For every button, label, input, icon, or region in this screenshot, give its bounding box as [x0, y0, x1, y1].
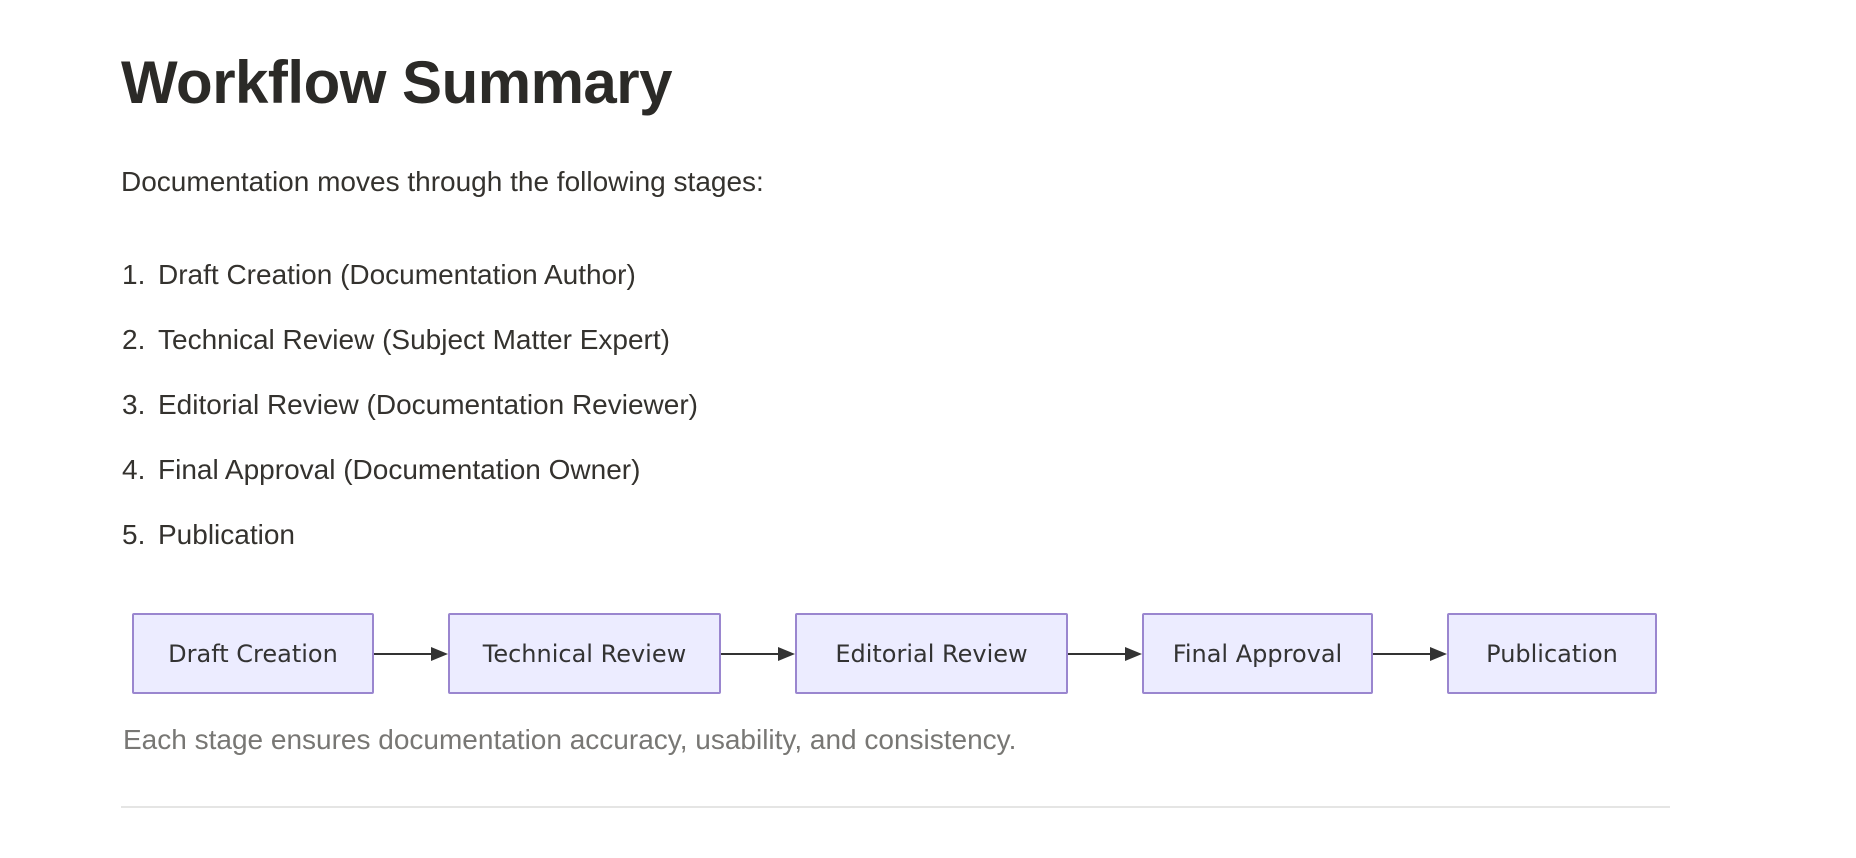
list-item-text: Editorial Review (Documentation Reviewer…: [158, 389, 698, 420]
flowchart-arrow: [1068, 645, 1142, 663]
section-divider: [121, 806, 1670, 808]
flowchart-node-technical-review: Technical Review: [448, 613, 721, 694]
document-page: Workflow Summary Documentation moves thr…: [121, 0, 1670, 808]
list-item-number: 2.: [122, 324, 146, 355]
flowchart-arrow: [374, 645, 448, 663]
page-title: Workflow Summary: [121, 49, 673, 116]
list-item-text: Publication: [158, 519, 295, 550]
workflow-flowchart: Draft Creation Technical Review Editoria…: [132, 613, 1670, 694]
flowchart-arrow: [721, 645, 795, 663]
right-arrow-icon: [721, 646, 795, 661]
intro-paragraph: Documentation moves through the followin…: [121, 166, 764, 197]
right-arrow-icon: [374, 646, 448, 661]
list-item: 3. Editorial Review (Documentation Revie…: [122, 385, 1670, 424]
list-item: 5. Publication: [122, 515, 1670, 554]
flowchart-node-editorial-review: Editorial Review: [795, 613, 1068, 694]
list-item-text: Technical Review (Subject Matter Expert): [158, 324, 670, 355]
flowchart-node-publication: Publication: [1447, 613, 1657, 694]
list-item: 4. Final Approval (Documentation Owner): [122, 450, 1670, 489]
list-item-text: Final Approval (Documentation Owner): [158, 454, 641, 485]
list-item-text: Draft Creation (Documentation Author): [158, 259, 636, 290]
list-item-number: 3.: [122, 389, 146, 420]
workflow-stages-list: 1. Draft Creation (Documentation Author)…: [121, 255, 1670, 554]
flowchart-node-final-approval: Final Approval: [1142, 613, 1373, 694]
right-arrow-icon: [1373, 646, 1447, 661]
list-item: 2. Technical Review (Subject Matter Expe…: [122, 320, 1670, 359]
diagram-caption: Each stage ensures documentation accurac…: [123, 724, 1017, 755]
list-item-number: 1.: [122, 259, 146, 290]
list-item-number: 4.: [122, 454, 146, 485]
flowchart-arrow: [1373, 645, 1447, 663]
list-item-number: 5.: [122, 519, 146, 550]
flowchart-node-draft-creation: Draft Creation: [132, 613, 374, 694]
right-arrow-icon: [1068, 646, 1142, 661]
list-item: 1. Draft Creation (Documentation Author): [122, 255, 1670, 294]
